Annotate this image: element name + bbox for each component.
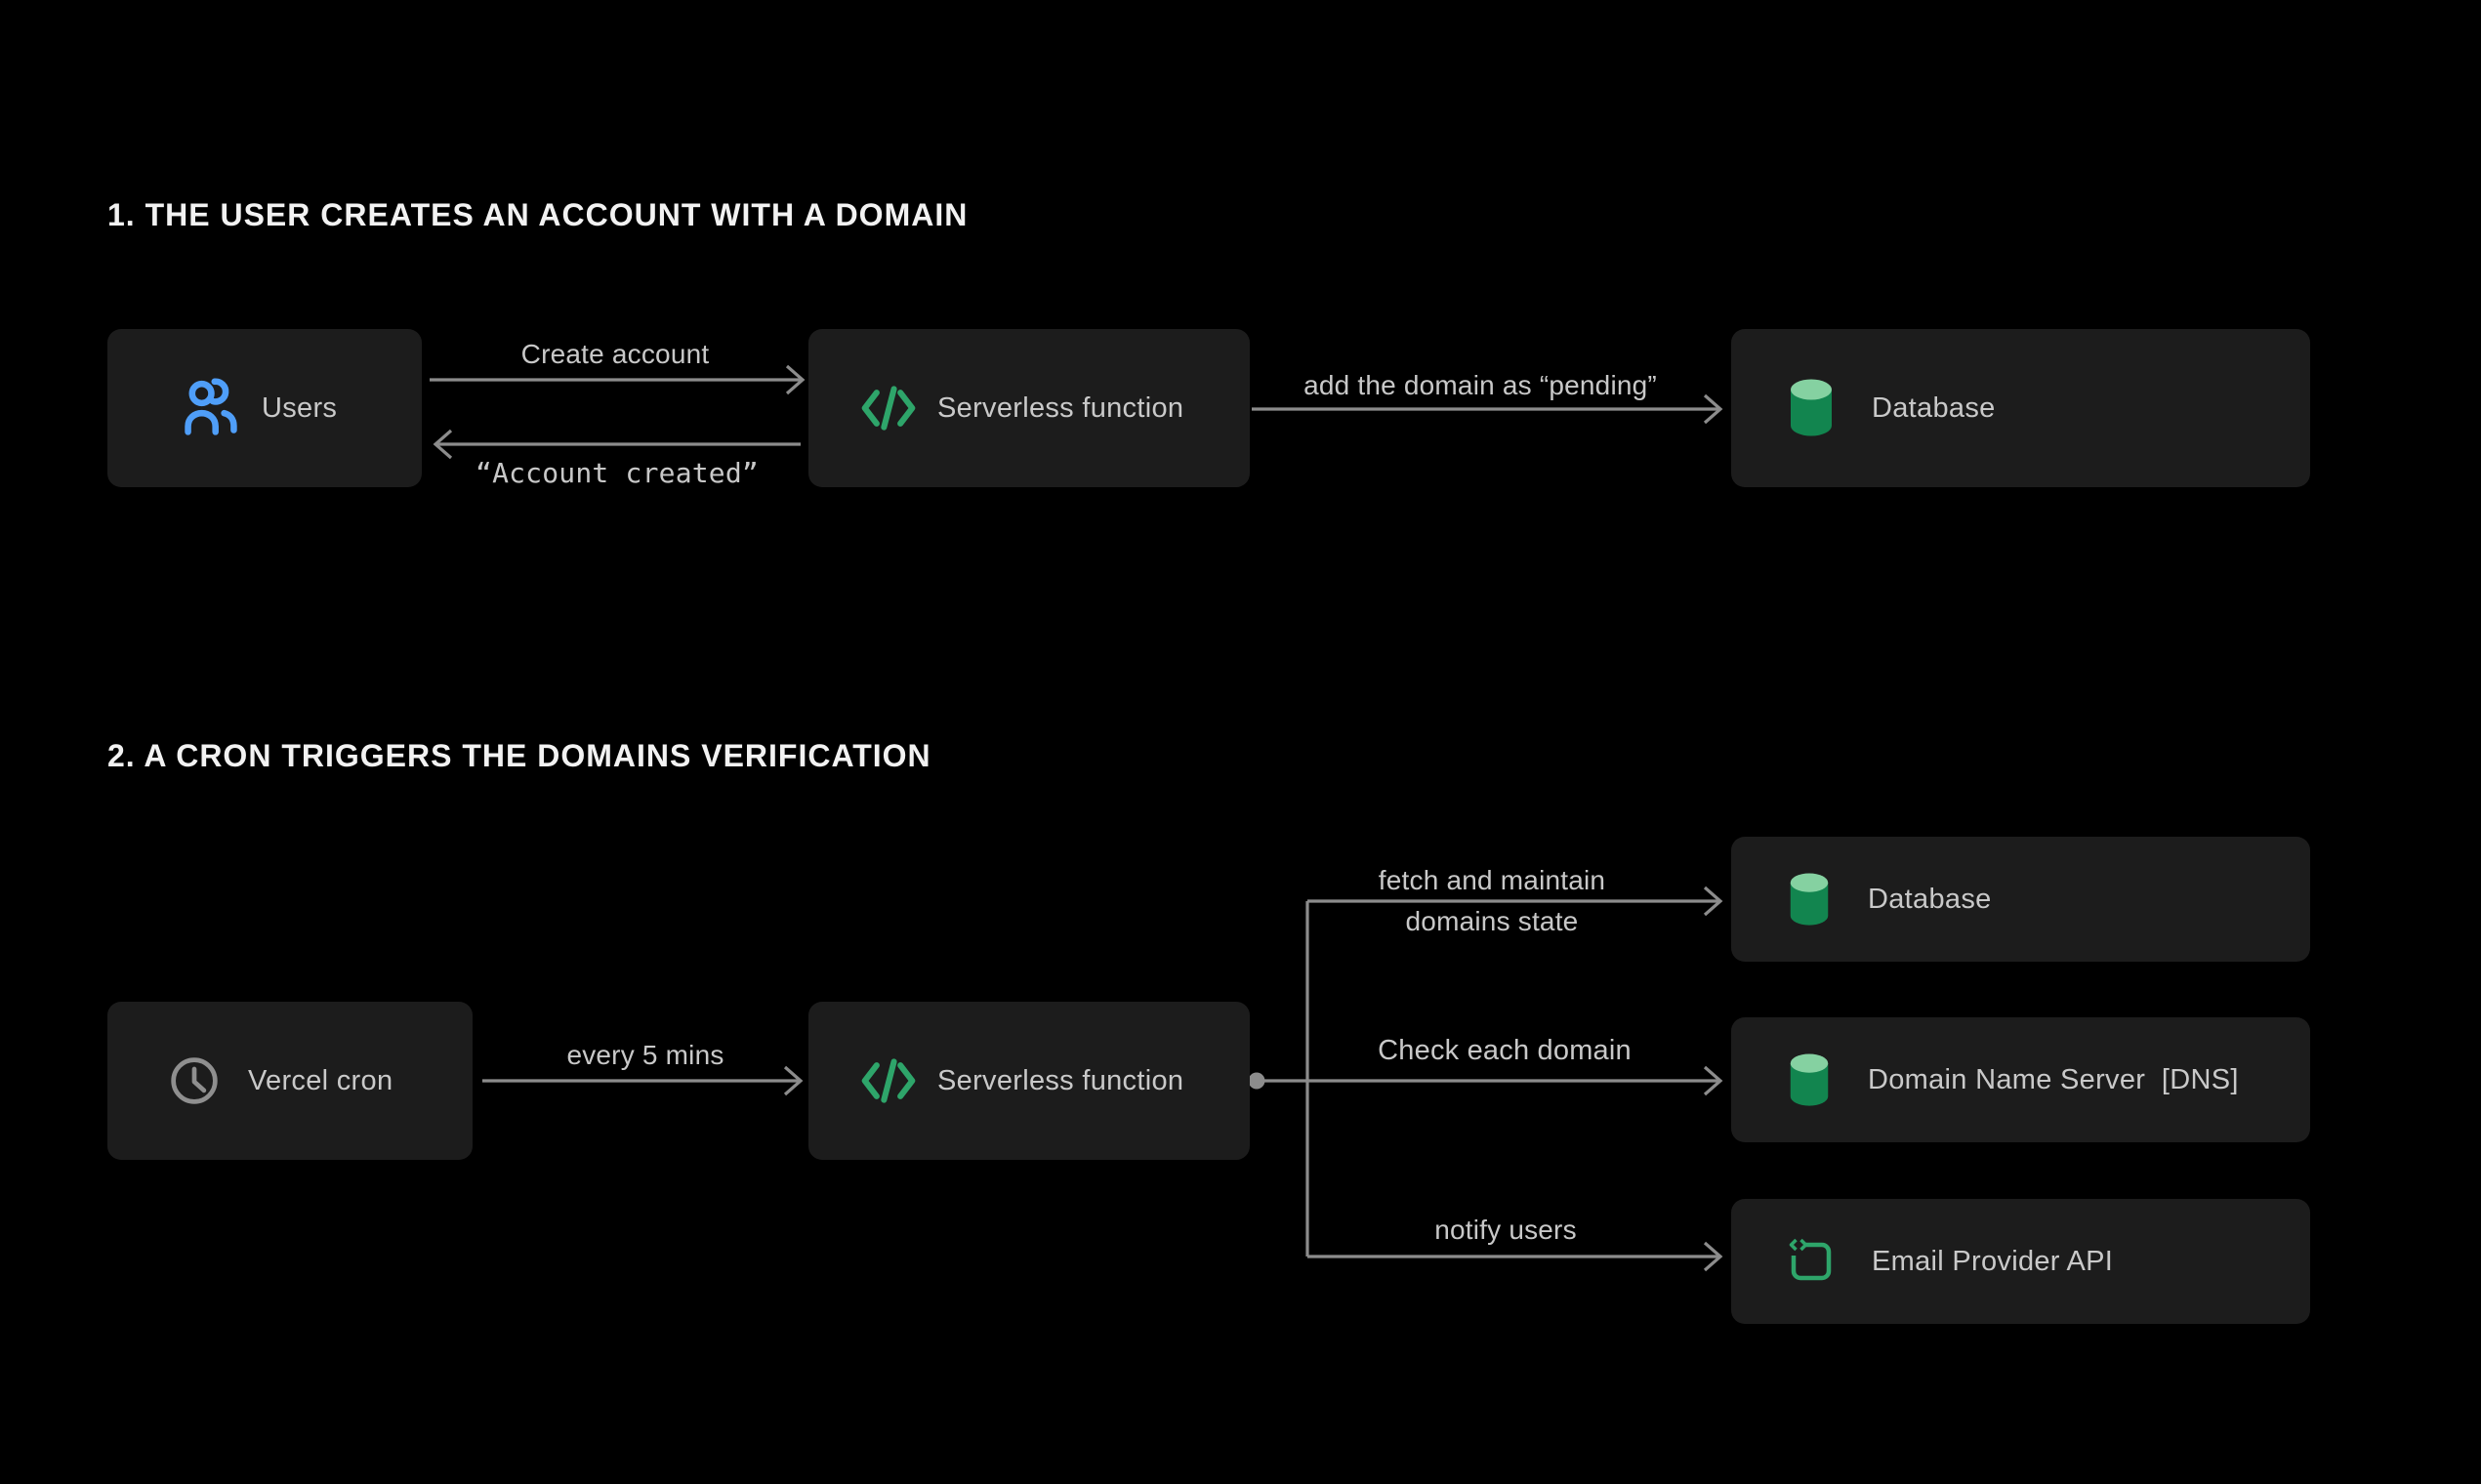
- users-icon: [185, 378, 237, 435]
- node-label-vercel-cron: Vercel cron: [248, 1064, 393, 1096]
- edge-label-add-domain-pending: add the domain as “pending”: [1303, 370, 1657, 400]
- node-email-provider-api: Email Provider API: [1731, 1199, 2310, 1324]
- section-1-title: 1. THE USER CREATES AN ACCOUNT WITH A DO…: [107, 197, 969, 232]
- edge-label-every-5-mins: every 5 mins: [566, 1040, 724, 1070]
- node-serverless-function-2: Serverless function: [808, 1002, 1250, 1160]
- api-icon: [1789, 1238, 1832, 1281]
- section-2-title: 2. A CRON TRIGGERS THE DOMAINS VERIFICAT…: [107, 738, 931, 773]
- edge-label-check-each-domain: Check each domain: [1378, 1035, 1632, 1066]
- node-database-1: Database: [1731, 329, 2310, 487]
- code-icon: [861, 1058, 916, 1103]
- edge-label-domains-state: domains state: [1405, 906, 1579, 936]
- clock-icon: [171, 1057, 218, 1104]
- node-label-database-1: Database: [1872, 392, 1996, 424]
- node-label-email-provider-api: Email Provider API: [1872, 1245, 2114, 1277]
- node-label-serverless-2: Serverless function: [937, 1064, 1184, 1096]
- edge-label-fetch-and-maintain: fetch and maintain: [1378, 865, 1606, 895]
- node-dns: Domain Name Server [DNS]: [1731, 1017, 2310, 1142]
- node-users: Users: [107, 329, 422, 487]
- database-icon: [1790, 1052, 1829, 1106]
- node-label-dns: Domain Name Server [DNS]: [1868, 1063, 2239, 1095]
- node-serverless-function-1: Serverless function: [808, 329, 1250, 487]
- edge-label-account-created: “Account created”: [476, 457, 759, 489]
- node-vercel-cron: Vercel cron: [107, 1002, 473, 1160]
- node-label-serverless-1: Serverless function: [937, 392, 1184, 424]
- node-label-database-2: Database: [1868, 883, 1992, 915]
- node-database-2: Database: [1731, 837, 2310, 962]
- edge-label-create-account: Create account: [520, 339, 710, 369]
- code-icon: [861, 386, 916, 431]
- node-label-users: Users: [262, 392, 338, 424]
- edge-label-notify-users: notify users: [1434, 1215, 1577, 1245]
- database-icon: [1791, 379, 1832, 436]
- database-icon: [1790, 872, 1829, 926]
